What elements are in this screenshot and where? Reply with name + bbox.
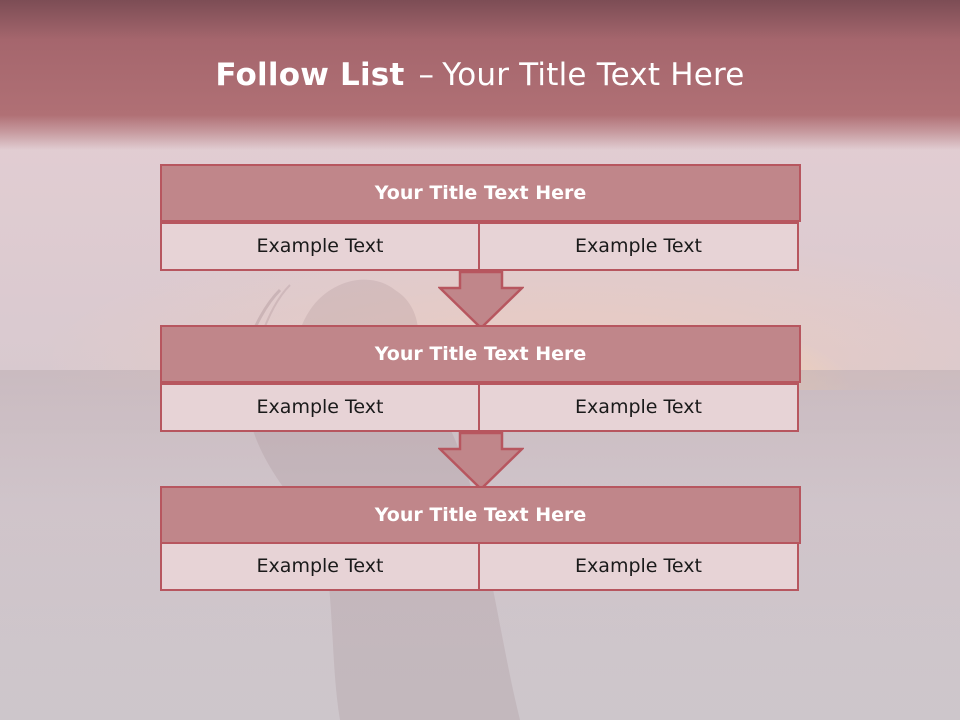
- down-arrow-icon: [438, 270, 524, 330]
- step-title: Your Title Text Here: [160, 486, 801, 544]
- step-cell-right: Example Text: [480, 383, 799, 432]
- step-cell-right: Example Text: [480, 542, 799, 591]
- step-title: Your Title Text Here: [160, 325, 801, 383]
- step-cell-right: Example Text: [480, 222, 799, 271]
- title-bold: Follow List: [215, 57, 405, 93]
- down-arrow-icon: [438, 431, 524, 491]
- step-cell-left: Example Text: [160, 222, 480, 271]
- title-dash: –: [418, 57, 435, 93]
- step-title: Your Title Text Here: [160, 164, 801, 222]
- step-cell-left: Example Text: [160, 383, 480, 432]
- title-rest: Your Title Text Here: [442, 57, 745, 93]
- step-cell-left: Example Text: [160, 542, 480, 591]
- header-band: [0, 0, 960, 150]
- slide-title: Follow List–Your Title Text Here: [0, 52, 960, 98]
